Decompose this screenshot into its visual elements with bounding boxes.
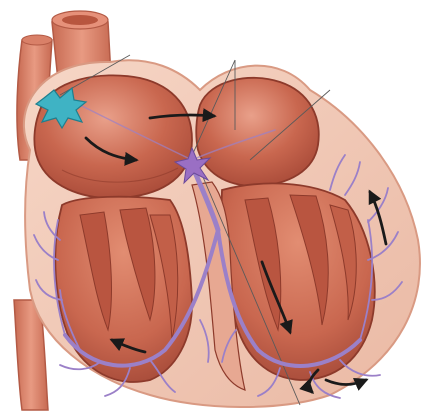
left-atrium	[196, 78, 318, 186]
right-atrium	[34, 75, 192, 198]
